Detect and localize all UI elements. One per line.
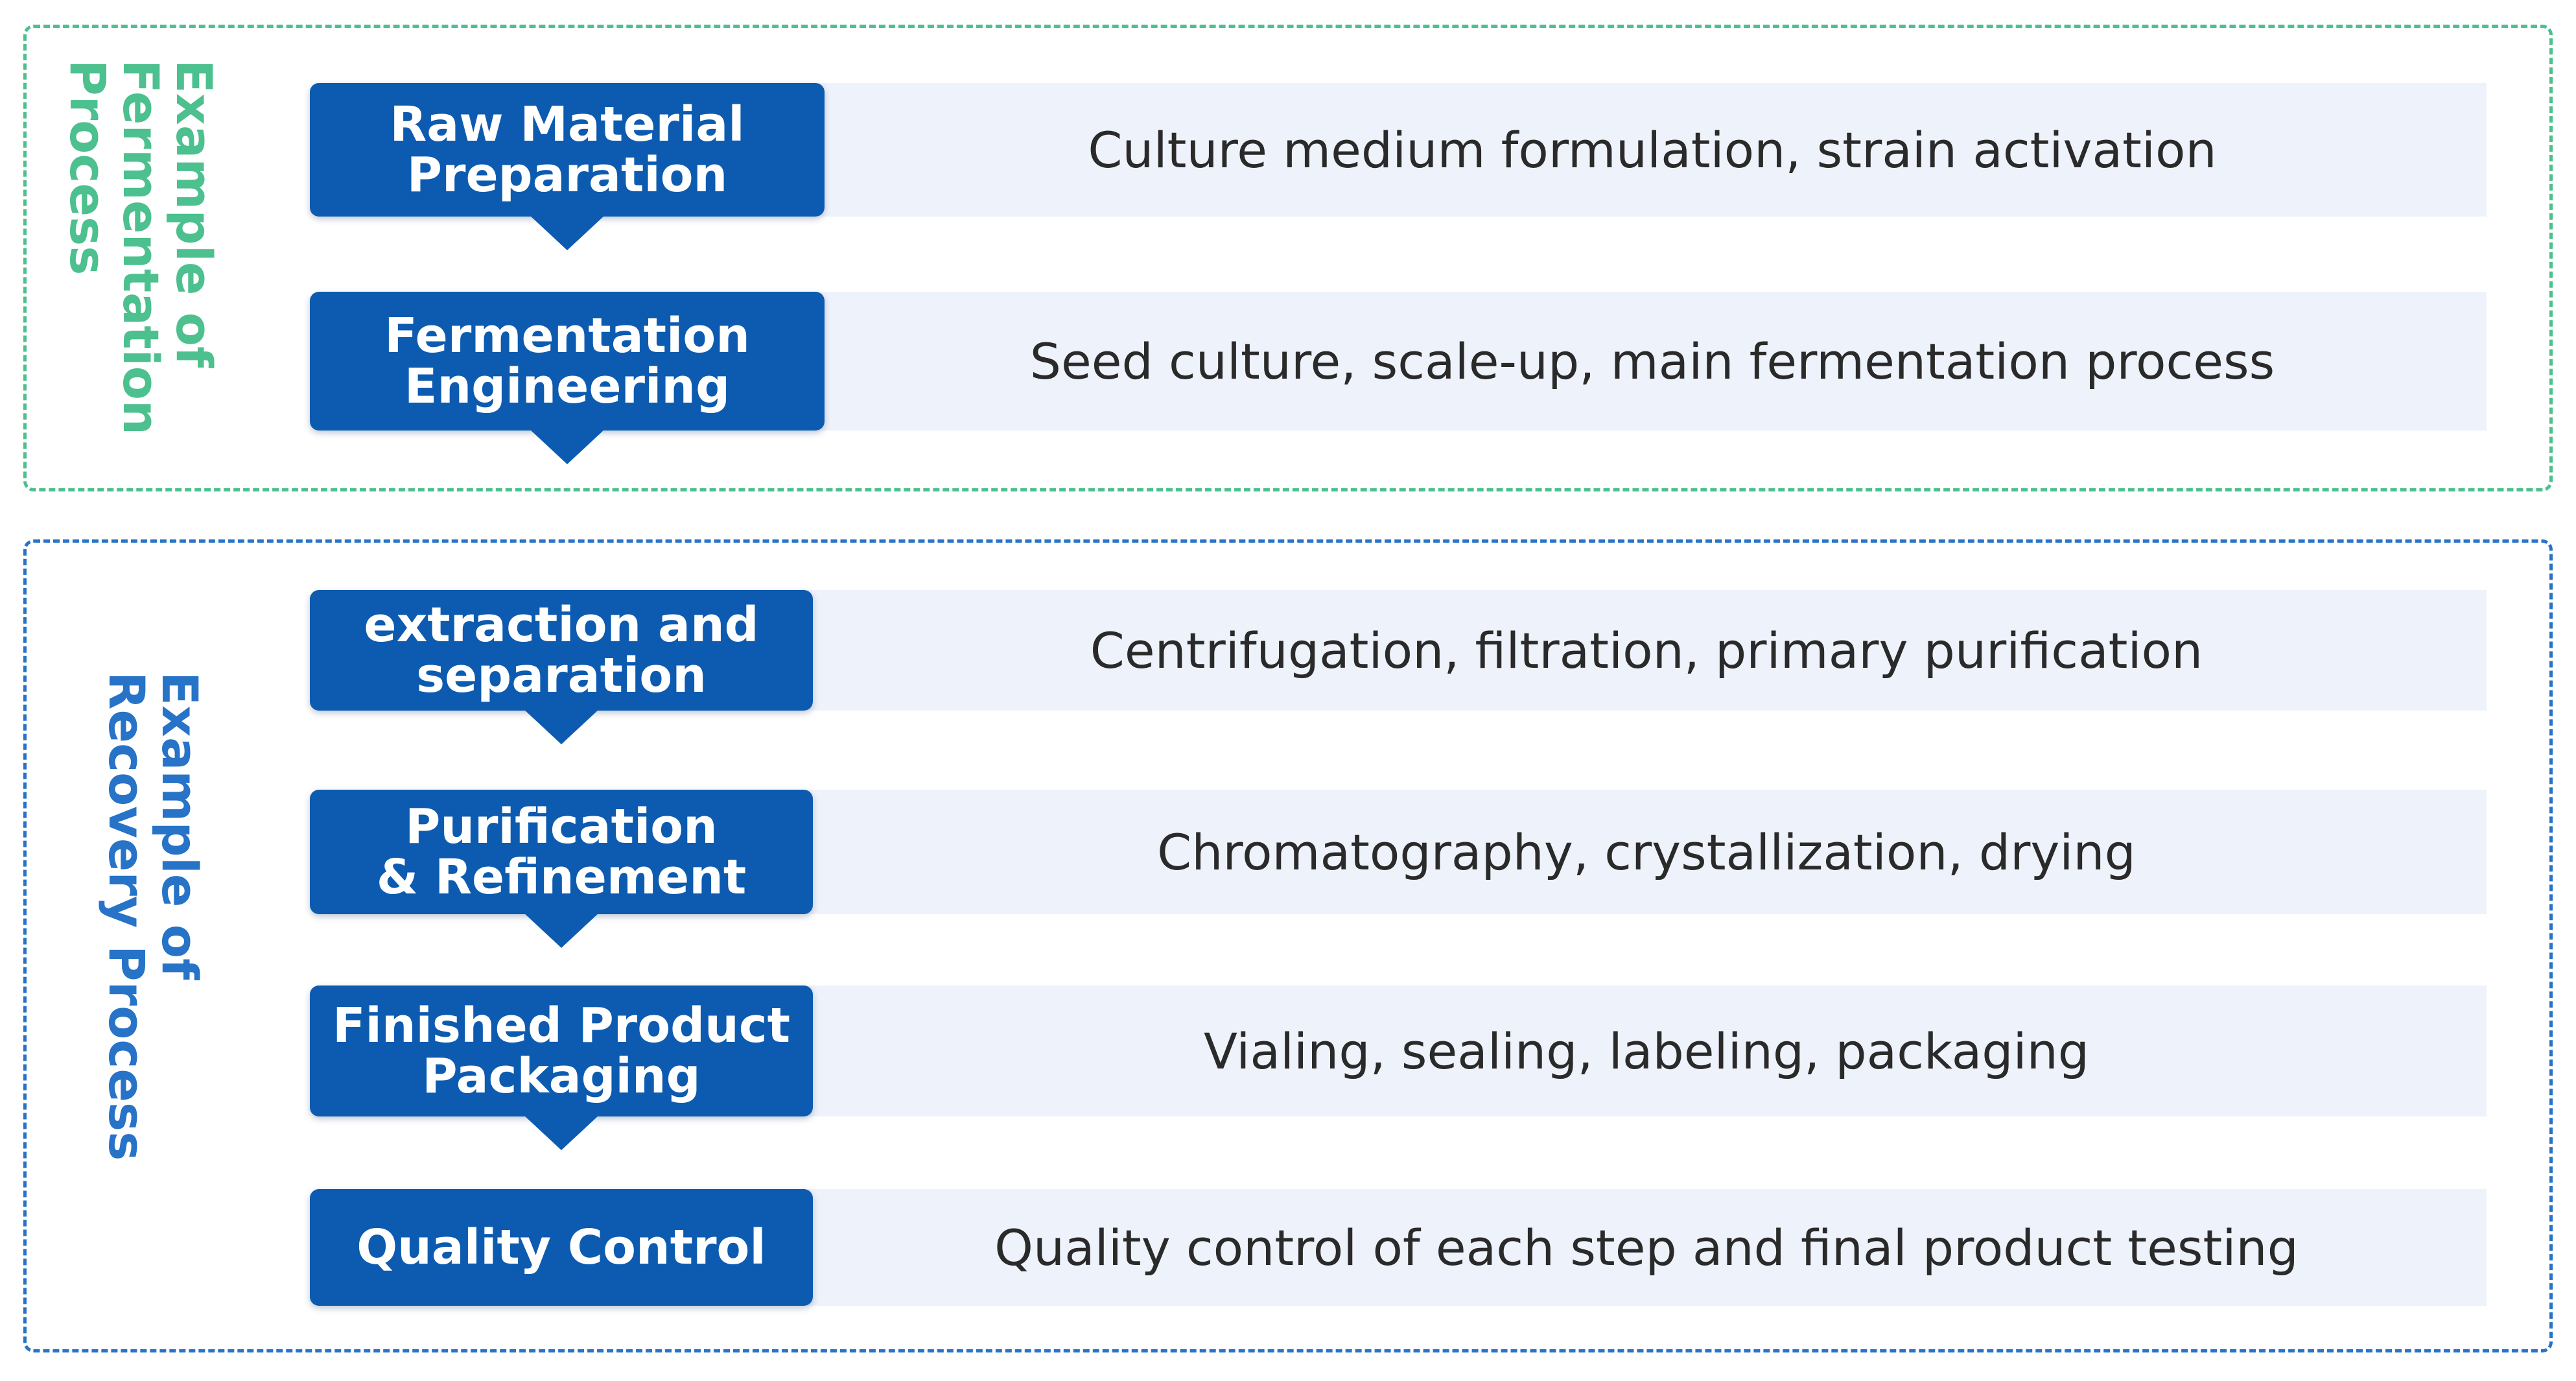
fermentation-process-group: [23, 25, 2553, 491]
step-description: Seed culture, scale-up, main fermentatio…: [818, 292, 2487, 431]
step-title: Quality Control: [310, 1189, 813, 1306]
step-arrow-down: [524, 1115, 599, 1150]
recovery-process-group: [23, 539, 2553, 1352]
recovery-group-label: Example of Recovery Process: [98, 672, 209, 1161]
step-arrow-down: [530, 429, 605, 464]
step-title: extraction and separation: [310, 590, 813, 711]
step-description: Centrifugation, filtration, primary puri…: [806, 590, 2487, 711]
step-title: Fermentation Engineering: [310, 292, 825, 431]
step-arrow-down: [524, 709, 599, 744]
step-description: Chromatography, crystallization, drying: [806, 790, 2487, 914]
step-description: Vialing, sealing, labeling, packaging: [806, 986, 2487, 1116]
step-arrow-down: [524, 913, 599, 948]
step-arrow-down: [530, 215, 605, 250]
step-description: Quality control of each step and final p…: [806, 1189, 2487, 1306]
step-description: Culture medium formulation, strain activ…: [818, 83, 2487, 217]
step-title: Raw Material Preparation: [310, 83, 825, 217]
step-title: Purification & Refinement: [310, 790, 813, 914]
step-title: Finished Product Packaging: [310, 986, 813, 1116]
fermentation-group-label: Example of Fermentation Process: [59, 60, 223, 436]
